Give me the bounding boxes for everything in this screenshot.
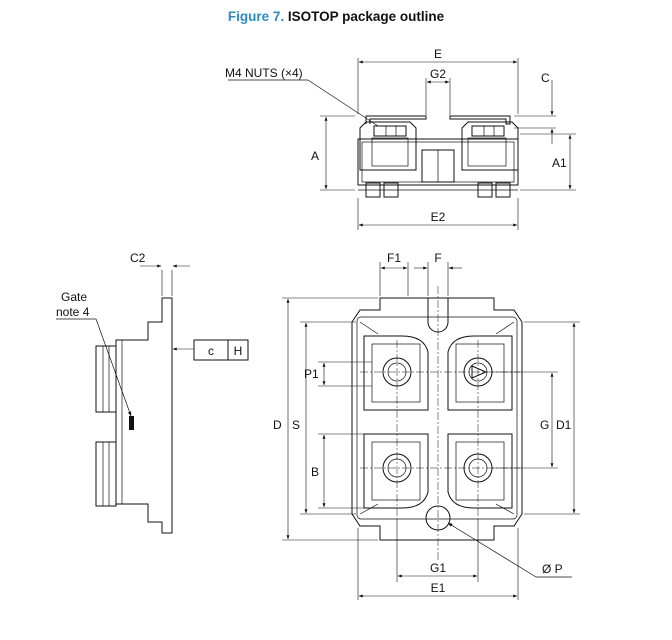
figure-title: Figure 7. ISOTOP package outline [0,9,672,24]
dim-label-F: F [434,251,441,265]
figure-number: Figure 7. [227,9,285,24]
dim-label-A1: A1 [552,156,567,170]
dim-label-E2: E2 [431,210,446,224]
gate-label: Gate [61,290,87,304]
dim-label-G: G [540,418,549,432]
dim-label-D1: D1 [556,418,572,432]
dim-label-C2: C2 [130,251,146,265]
dim-label-G2: G2 [430,67,446,81]
tolerance-frame [193,339,249,361]
tolerance-symbol: c [208,344,214,358]
dim-label-G1: G1 [430,561,446,575]
dim-label-D: D [273,418,282,432]
tolerance-datum: H [234,344,243,358]
top-elevation-view [228,58,576,230]
figure-caption: ISOTOP package outline [287,9,445,24]
label-m4-nuts: M4 NUTS (×4) [225,66,303,80]
dim-label-P1: P1 [304,367,319,381]
plan-view [282,262,580,600]
dim-label-F1: F1 [387,251,401,265]
dim-label-A: A [311,149,319,163]
dim-label-E1: E1 [431,581,446,595]
gate-pin [129,416,134,430]
gate-note-label: note 4 [56,305,90,319]
side-view [56,264,249,534]
dim-label-S: S [292,418,300,432]
dim-label-E: E [434,47,442,61]
dim-label-diameter-P: Ø P [542,562,563,576]
dim-label-B: B [311,465,319,479]
dim-label-C: C [541,71,550,85]
